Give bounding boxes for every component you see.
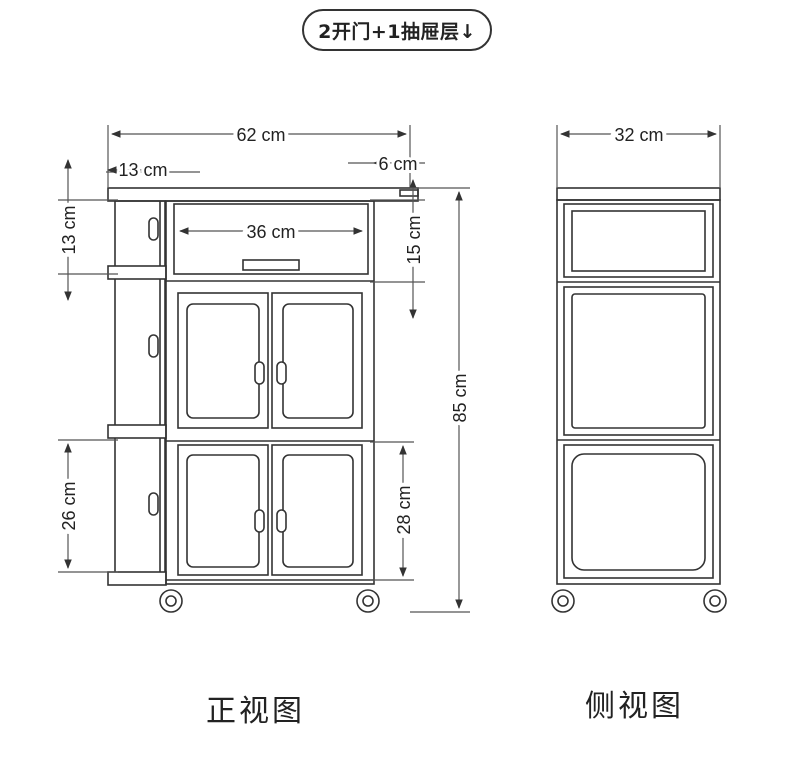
dim-depth: 32 cm [614,125,663,145]
shelf-handle-1 [148,217,159,241]
side-view-cabinet [551,187,727,613]
side-lower-panel [563,444,714,579]
dim-shelf-top-height: 13 cm [59,205,79,254]
front-drawer [173,203,369,275]
side-wheel-right-icon [703,589,727,613]
shelf-handle-2 [148,334,159,358]
upper-door-right [271,292,363,429]
front-view-cabinet [107,187,419,613]
dim-total-height: 85 cm [450,373,470,422]
drawer-pull [242,259,300,271]
side-drawer [563,203,714,278]
lower-door-left [177,444,269,576]
side-view-label: 侧视图 [585,689,684,724]
upper-door-left [177,292,269,429]
front-top-plate [107,187,419,202]
upper-handle-right-icon [276,361,287,385]
side-wheel-left-icon [551,589,575,613]
dim-drawer-height: 15 cm [404,215,424,264]
side-body [556,199,721,585]
front-wheel-left-icon [159,589,183,613]
shelf-board-2 [107,424,167,439]
lower-handle-right-icon [276,509,287,533]
dim-total-width: 62 cm [236,125,285,145]
lower-door-right [271,444,363,576]
dim-drawer-width: 36 cm [246,222,295,242]
side-upper-panel [563,286,714,436]
dim-lower-door-height: 28 cm [394,485,414,534]
dim-side-shelf-width: 13 cm [118,160,167,180]
front-wheel-right-icon [356,589,380,613]
dim-shelf-bottom-height: 26 cm [59,481,79,530]
shelf-board-1 [107,265,167,280]
front-main-body [165,200,375,585]
side-dimension-lines [556,125,721,187]
shelf-board-3 [107,571,167,586]
side-top-plate [556,187,721,201]
dim-top-overhang: 6 cm [378,154,417,174]
front-side-shelf [114,200,166,582]
layout-badge-text: 2开门+1抽屉层↓ [318,20,476,43]
front-view-label: 正视图 [206,694,305,729]
layout-badge: 2开门+1抽屉层↓ [302,9,492,51]
shelf-handle-3 [148,492,159,516]
upper-handle-left-icon [254,361,265,385]
lower-handle-left-icon [254,509,265,533]
front-dimension-lines [58,125,470,613]
